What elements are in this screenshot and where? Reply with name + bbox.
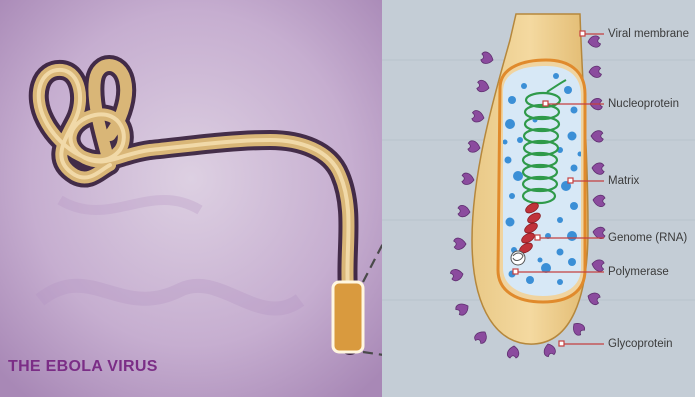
filament-tip-highlight — [333, 282, 363, 352]
figure-caption: THE EBOLA VIRUS — [8, 358, 158, 376]
label-viral-membrane: Viral membrane — [608, 27, 689, 41]
label-glycoprotein: Glycoprotein — [608, 337, 673, 351]
label-matrix: Matrix — [608, 174, 639, 188]
micrograph-background — [0, 0, 382, 397]
label-polymerase: Polymerase — [608, 265, 669, 279]
label-genome: Genome (RNA) — [608, 231, 687, 245]
label-nucleoprotein: Nucleoprotein — [608, 97, 679, 111]
micrograph-panel — [0, 0, 382, 397]
polymerase — [511, 251, 525, 265]
